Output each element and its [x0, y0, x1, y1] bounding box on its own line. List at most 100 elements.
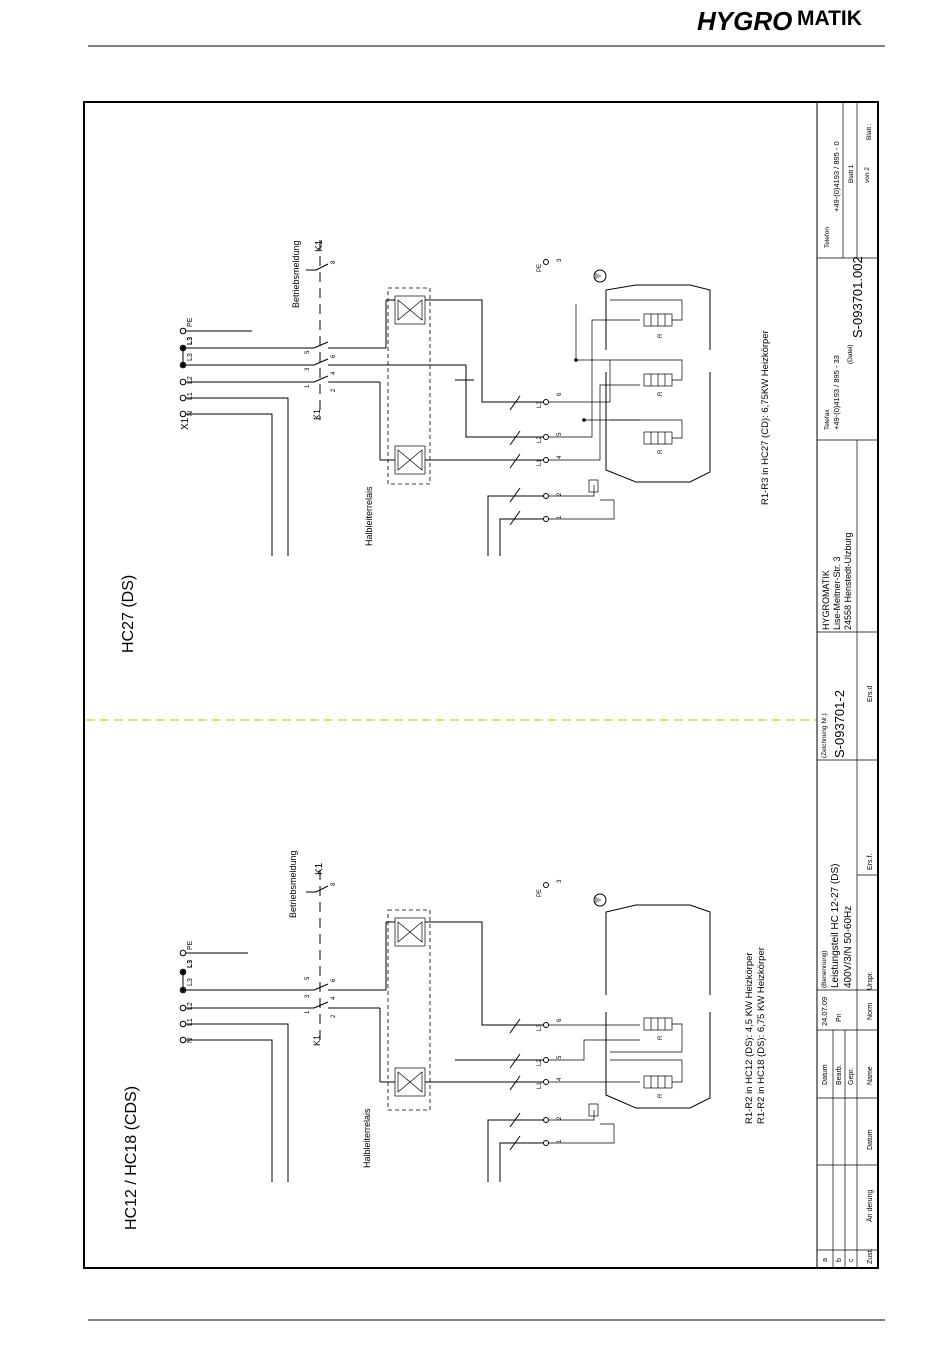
- label-telefon: Telefon: [824, 227, 831, 248]
- schematic-hc12-hc18: HC12 / HC18 (CDS) N L1 L2 L3 L3 PE: [123, 850, 767, 1230]
- rev-c: c: [848, 1258, 855, 1262]
- label-urspr: Urspr.: [867, 971, 874, 990]
- lamp-pin-6: 6: [557, 392, 563, 396]
- terminal-l1: L1: [187, 392, 194, 400]
- logo-part1: HYGRO: [697, 6, 792, 36]
- terminal-l3-bridge: L3: [187, 337, 194, 345]
- datum-value: 24.07.09: [820, 997, 829, 1026]
- terminal-l3: L3: [187, 978, 194, 986]
- benennung-line2: 400V/3/N 50-60Hz: [843, 906, 854, 988]
- title-block: a b c Zust. Än derung Datum Name Norm Da…: [816, 102, 878, 1268]
- label-bearb: Bearb.: [836, 1064, 843, 1085]
- k1-pin-2: 2: [331, 1014, 337, 1018]
- k1-pin-5: 5: [305, 350, 311, 354]
- note-hc12: R1-R2 in HC12 (DS): 4,5 KW Heizkörper: [744, 952, 755, 1124]
- contactor-k1: 1 3 5 2 4 6 K1 K1 8 Betriebsmeldung: [291, 239, 430, 420]
- k1-pin-5: 5: [305, 976, 311, 980]
- k1-aux-pin: 8: [331, 882, 337, 886]
- telefax-value: +49-(0)4193 / 895 - 33: [832, 355, 841, 430]
- lamp-pin-5: 5: [557, 1055, 563, 1059]
- company-name: HYGROMATIK: [821, 570, 831, 630]
- terminal-pe: PE: [187, 317, 194, 327]
- schematic-hc27: HC27 (DS) X1 N L1 L2 L3 L3 PE: [120, 239, 771, 653]
- lamp-label-l2: L2: [537, 1059, 543, 1066]
- pe-label: PE: [537, 889, 543, 897]
- heater-label-r1: R: [658, 333, 664, 338]
- thermal-switch-icon: [588, 479, 599, 493]
- blatt-value: Blatt 1: [848, 164, 855, 183]
- file-number: S-093701.002: [850, 256, 865, 338]
- title-hc12-hc18: HC12 / HC18 (CDS): [123, 1086, 140, 1230]
- terminal-strip: N L1 L2 L3 L3 PE: [179, 317, 194, 418]
- heater-element: [610, 299, 683, 327]
- k1-contact-label: K1: [312, 409, 322, 420]
- k1-contact-label: K1: [312, 1035, 322, 1046]
- terminal-l2: L2: [187, 1002, 194, 1010]
- terminal-n: N: [187, 411, 194, 416]
- k1-pin-4: 4: [331, 996, 337, 1000]
- lamp-pin-6: 6: [557, 1018, 563, 1022]
- rev-zust: Zust.: [867, 1248, 874, 1264]
- ctrl-pin-1: 1: [557, 1139, 563, 1143]
- heater-label-r3: R: [658, 449, 664, 454]
- note-hc27: R1-R3 in HC27 (CD): 6,75KW Heizkörper: [760, 330, 771, 505]
- label-datum: Datum: [822, 1064, 829, 1085]
- lamp-label-l3: L3: [537, 401, 543, 408]
- heater-element: [610, 359, 683, 387]
- pe-pin: 3: [557, 258, 563, 262]
- label-name: Name: [867, 1066, 874, 1085]
- supply-wires: [186, 330, 300, 556]
- note-hc18: R1-R2 in HC18 (DS): 6,75 KW Heizkörper: [756, 947, 767, 1124]
- telefon-value: +49-(0)4193 / 895 - 0: [832, 141, 841, 212]
- heater-element: [610, 419, 683, 445]
- label-telefax: Telefax: [824, 409, 831, 430]
- label-ers-f: Ers.f.: [867, 854, 874, 870]
- rev-a: a: [822, 1258, 829, 1262]
- zeichnung-nr: S-093701-2: [832, 690, 847, 758]
- terminal-l2: L2: [187, 376, 194, 384]
- k1-pin-4: 4: [331, 371, 337, 375]
- label-halbleiterrelais: Halbleiterrelais: [364, 486, 374, 546]
- k1-pin-6: 6: [331, 978, 337, 982]
- label-gepr: Gepr.: [848, 1068, 855, 1085]
- lamp-pin-4: 4: [557, 455, 563, 459]
- k1-pin-2: 2: [331, 388, 337, 392]
- label-ers-d: Ers.d: [867, 686, 874, 702]
- rev-b: b: [836, 1258, 843, 1262]
- label-datum-col: Datum: [867, 1129, 874, 1150]
- terminal-l3-bridge: L3: [187, 960, 194, 968]
- label-zeichnung: (Zeichnung Nr.): [821, 713, 828, 758]
- von-value: von 2: [864, 167, 871, 183]
- drawing-frame: [83, 101, 879, 1269]
- k1-pin-1: 1: [305, 1010, 311, 1014]
- ctrl-pin-1: 1: [557, 515, 563, 519]
- bearb-value: Pn: [836, 1013, 843, 1022]
- title-hc27: HC27 (DS): [120, 575, 137, 653]
- ctrl-pin-2: 2: [557, 492, 563, 496]
- heater-vessel: R R: [588, 904, 711, 1117]
- logo-part2: MATIK: [797, 7, 862, 30]
- k1-aux-pin: 8: [331, 260, 337, 264]
- heater-element: [610, 1017, 683, 1053]
- thermal-switch-icon: [588, 1103, 599, 1117]
- label-datei: (Datei): [847, 344, 854, 364]
- company-street: Lise-Meitner-Str. 3: [832, 556, 842, 630]
- label-blatt: Blatt :: [866, 123, 873, 140]
- output-wiring: L3 L2 L1 6 5 4 2 1: [425, 299, 640, 556]
- label-betriebsmeldung: Betriebsmeldung: [288, 850, 298, 918]
- terminal-pe: PE: [187, 940, 194, 950]
- label-betriebsmeldung: Betriebsmeldung: [291, 240, 301, 308]
- heater-vessel: R R R: [588, 284, 711, 493]
- ctrl-pin-2: 2: [557, 1116, 563, 1120]
- lamp-label-l1: L1: [537, 1082, 543, 1089]
- solid-state-relays: Halbleiterrelais: [364, 287, 431, 546]
- hygromatik-logo: HYGRO MATIK: [697, 6, 862, 36]
- contactor-k1: 1 3 5 2 4 6 K1 K1 8 Betriebsmeldung: [288, 850, 386, 1046]
- label-norm: Norm: [867, 1003, 874, 1020]
- label-halbleiterrelais: Halbleiterrelais: [362, 1108, 372, 1168]
- heater-label-r2: R: [658, 391, 664, 396]
- terminal-strip: N L1 L2 L3 L3 PE: [179, 940, 194, 1044]
- pe-label: PE: [537, 264, 543, 272]
- pe-connection: PE 3: [537, 879, 607, 907]
